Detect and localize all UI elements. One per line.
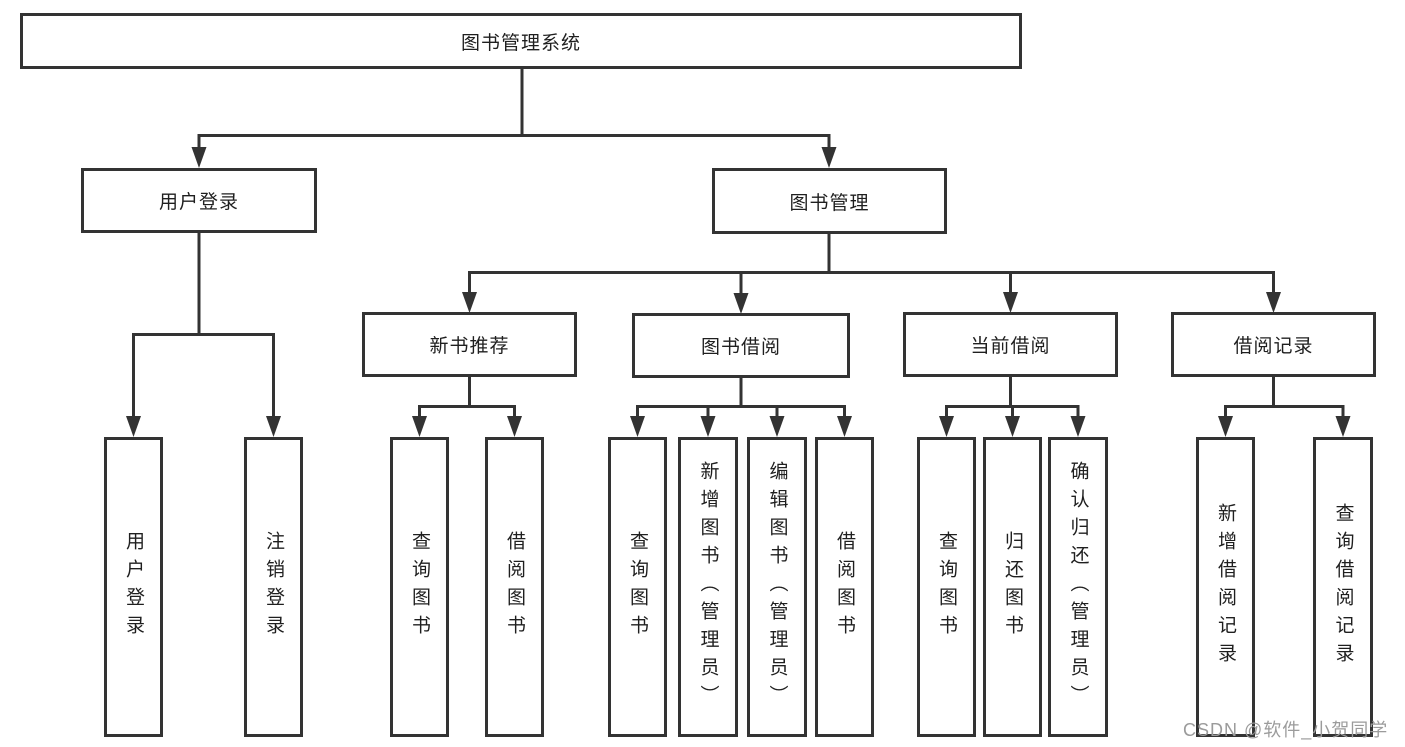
node-current-borrowing: 当前借阅 [903,312,1118,377]
node-label: 当前借阅 [970,336,1051,357]
node-label: 查询图书 [409,531,430,643]
node-label: 注销登录 [263,531,284,643]
node-label: 图书借阅 [700,337,781,358]
watermark: CSDN @软件_小贺同学 [1183,720,1389,740]
node-label: 确认归还（管理员） [1067,461,1089,713]
leaf-records-add-borrow-record: 新增借阅记录 [1196,437,1255,737]
node-label: 查询图书 [936,531,957,643]
leaf-current-confirm-return-admin: 确认归还（管理员） [1048,437,1108,737]
node-label: 新增图书（管理员） [697,461,719,713]
node-label: 编辑图书（管理员） [766,461,788,713]
leaf-recommend-borrow-books: 借阅图书 [485,437,544,737]
leaf-user-login: 用户登录 [104,437,163,737]
node-label: 图书管理 [789,192,870,214]
node-book-management: 图书管理 [712,168,947,234]
node-borrowing-records: 借阅记录 [1171,312,1376,377]
node-library-system: 图书管理系统 [20,13,1022,69]
node-book-borrowing: 图书借阅 [632,313,850,378]
node-label: 图书管理系统 [460,32,581,54]
leaf-current-return-books: 归还图书 [983,437,1042,737]
leaf-borrowing-edit-books-admin: 编辑图书（管理员） [747,437,807,737]
leaf-borrowing-add-books-admin: 新增图书（管理员） [678,437,738,737]
node-label: 归还图书 [1002,531,1023,643]
leaf-recommend-query-books: 查询图书 [390,437,449,737]
node-new-book-recommend: 新书推荐 [362,312,577,377]
node-label: 用户登录 [158,192,239,213]
leaf-logout-login: 注销登录 [244,437,303,737]
node-label: 借阅图书 [504,531,525,643]
node-label: 用户登录 [123,531,144,643]
node-label: 新增借阅记录 [1215,503,1236,671]
leaf-current-query-books: 查询图书 [917,437,976,737]
leaf-borrowing-query-books: 查询图书 [608,437,667,737]
node-label: 新书推荐 [429,336,510,357]
node-label: 借阅图书 [834,531,855,643]
leaf-records-query-borrow-record: 查询借阅记录 [1313,437,1373,737]
leaf-borrowing-borrow-books: 借阅图书 [815,437,874,737]
node-label: 查询借阅记录 [1332,503,1354,671]
node-label: 借阅记录 [1233,336,1314,357]
node-label: 查询图书 [627,531,648,643]
node-user-login: 用户登录 [81,168,317,233]
